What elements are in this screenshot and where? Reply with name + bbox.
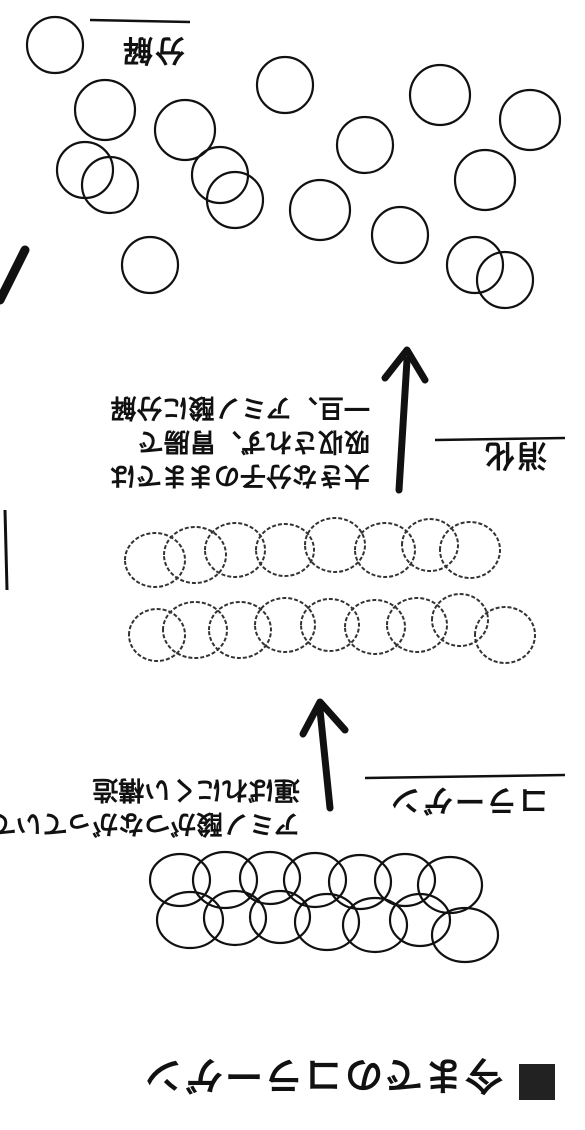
arrow-collagen-to-digestion (299, 698, 349, 812)
amino-acid-cloud (25, 15, 562, 310)
digestion-chain-top (128, 593, 536, 664)
collagen-chain-top (155, 889, 500, 964)
collagen-chain-bottom (148, 850, 484, 915)
edge-stroke-right-upper (0, 245, 30, 305)
arrow-digestion-to-decompose (381, 346, 429, 494)
digestion-chain-bottom (124, 517, 501, 588)
edge-stroke-right-lower (3, 509, 9, 591)
